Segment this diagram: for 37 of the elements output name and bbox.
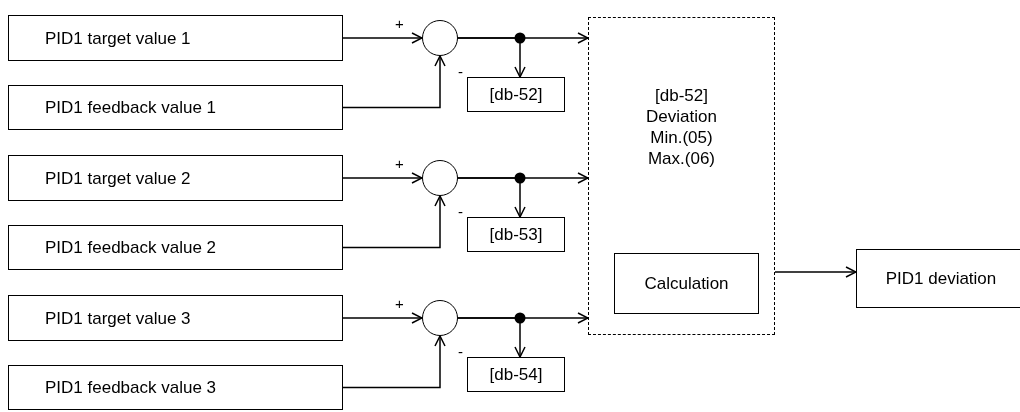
arrow <box>342 172 423 184</box>
summing-junction <box>422 20 458 56</box>
arrow <box>342 335 446 389</box>
arrow <box>342 55 446 109</box>
process-box <box>8 365 343 410</box>
box-label: PID1 target value 3 <box>45 307 191 329</box>
process-box <box>8 85 343 130</box>
arrow <box>774 266 857 278</box>
group-title: [db-52] Deviation Min.(05) Max.(06) <box>645 85 718 169</box>
process-box <box>8 155 343 201</box>
arrow <box>457 37 526 78</box>
arrow <box>457 177 526 218</box>
process-box <box>467 77 565 112</box>
box-label: PID1 feedback value 3 <box>45 377 217 398</box>
box-label: PID1 target value 1 <box>45 27 191 49</box>
box-label: PID1 feedback value 1 <box>45 97 217 118</box>
process-box <box>467 357 565 392</box>
box-label: [db-53] <box>489 224 543 245</box>
process-box <box>856 249 1020 308</box>
summing-junction <box>422 160 458 196</box>
box-label: [db-52] <box>489 84 543 105</box>
process-box <box>8 225 343 270</box>
process-box <box>8 15 343 61</box>
arrow <box>342 32 423 44</box>
dashed-group-box <box>588 17 775 335</box>
box-label: [db-54] <box>489 364 543 385</box>
arrow <box>457 317 526 358</box>
summing-junction <box>422 300 458 336</box>
box-label: PID1 feedback value 2 <box>45 237 217 258</box>
box-label: PID1 deviation <box>885 268 997 289</box>
process-box <box>467 217 565 252</box>
box-label: Calculation <box>644 273 729 294</box>
arrow <box>342 312 423 324</box>
process-box <box>614 253 759 314</box>
box-label: PID1 target value 2 <box>45 167 191 189</box>
process-box <box>8 295 343 341</box>
arrow <box>342 195 446 249</box>
